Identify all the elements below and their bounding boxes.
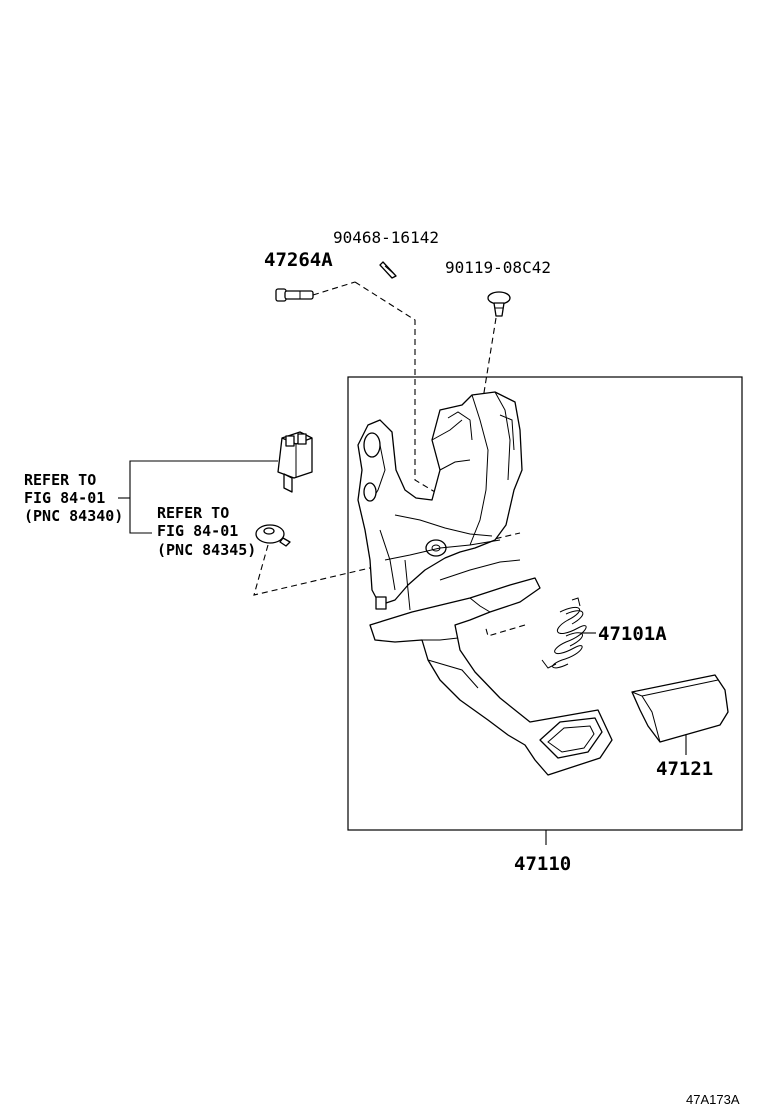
refer-1-bracket	[129, 460, 278, 534]
refer-2-line2: FIG 84-01	[157, 522, 238, 540]
label-47110: 47110	[514, 853, 571, 875]
label-47101a: 47101A	[598, 623, 667, 645]
return-spring	[541, 597, 587, 669]
refer-2-line3: (PNC 84345)	[157, 541, 256, 559]
spring-dash-path	[484, 624, 526, 637]
label-90119-08c42: 90119-08C42	[445, 258, 551, 277]
label-90468-16142: 90468-16142	[333, 228, 439, 247]
clip-dash-line	[481, 317, 497, 406]
figure-code: 47A173A	[686, 1092, 740, 1107]
pedal-bracket	[357, 391, 523, 611]
bolt-dash-line	[312, 281, 356, 296]
stop-lamp-switch	[277, 431, 313, 493]
pedal-lever	[369, 577, 613, 776]
refer-2-line1: REFER TO	[157, 504, 229, 522]
refer-1-line2: FIG 84-01	[24, 489, 105, 507]
switch-nut	[255, 524, 291, 547]
refer-1-line3: (PNC 84340)	[24, 507, 123, 525]
label-47121: 47121	[656, 758, 713, 780]
pedal-pad-47121	[631, 674, 729, 743]
refer-1-line1: REFER TO	[24, 471, 96, 489]
clip-90119	[487, 291, 511, 317]
bolt-47264a	[275, 288, 314, 302]
pin-90468	[379, 261, 397, 279]
label-47264a: 47264A	[264, 249, 333, 271]
pedal-pad-surface	[539, 717, 603, 759]
assembly-frame	[347, 376, 743, 831]
bolt-dash-path	[354, 281, 441, 496]
